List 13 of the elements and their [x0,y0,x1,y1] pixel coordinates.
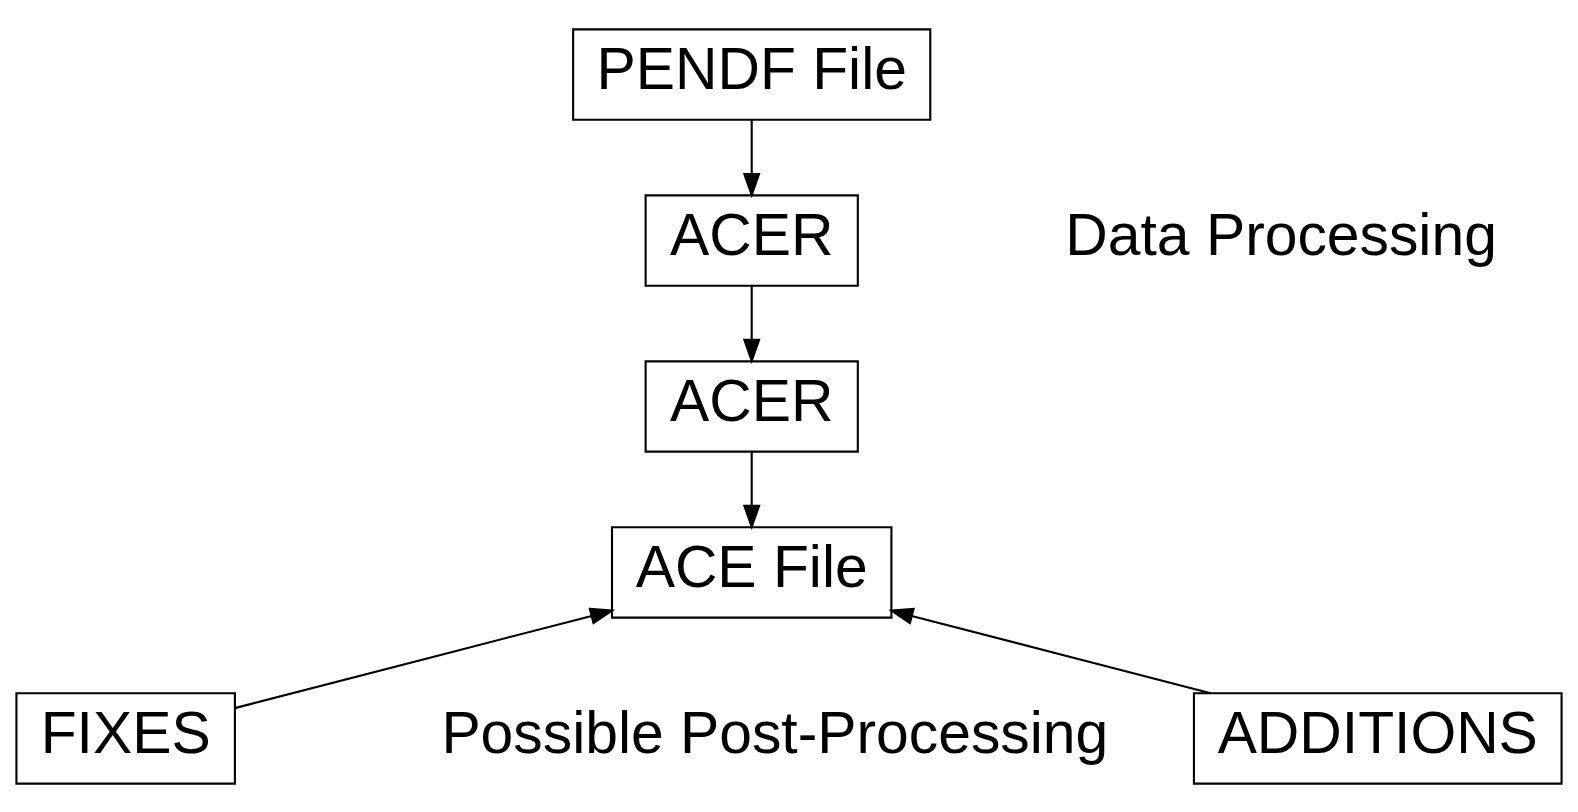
node-box: ACE File [610,525,893,619]
arrow [235,607,616,709]
arrow [888,607,1211,694]
label: Data Processing [1065,201,1497,267]
label: Possible Post-Processing [441,699,1109,765]
node-box: ACER [644,193,859,287]
node-box: FIXES [15,691,236,785]
node-box: PENDF File [572,27,932,121]
arrow [742,285,761,364]
arrow [742,451,761,530]
arrow [742,119,761,198]
node-box: ADDITIONS [1192,691,1563,785]
node-box: ACER [644,359,859,453]
